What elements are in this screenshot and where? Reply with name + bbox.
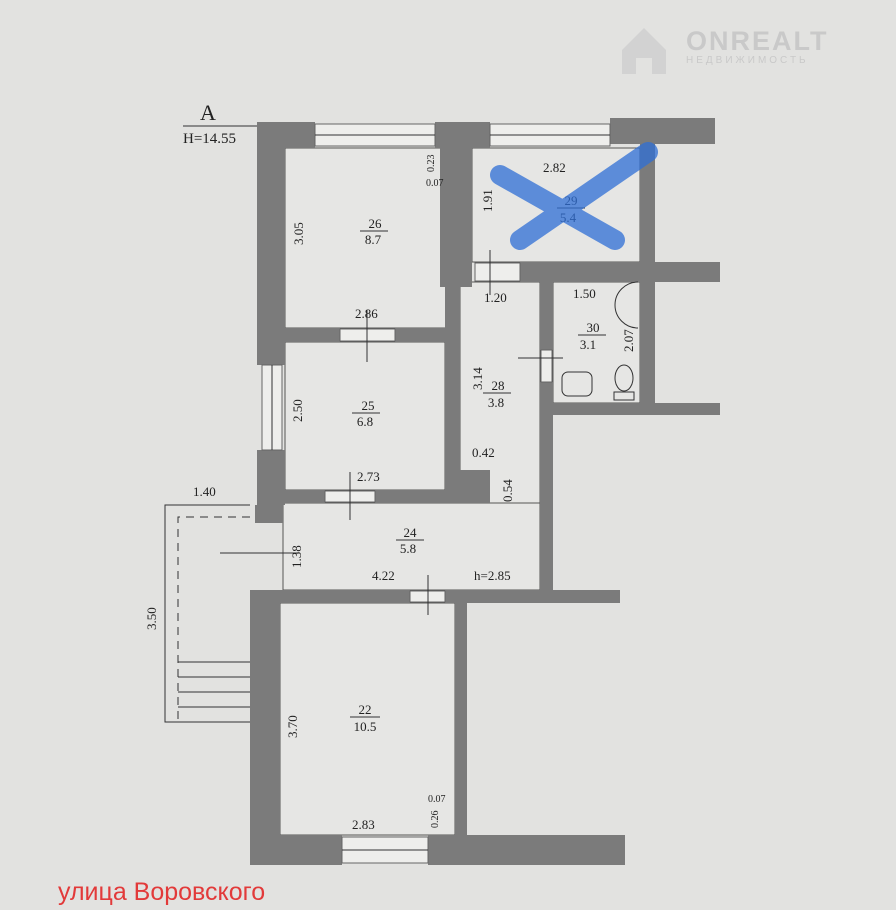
svg-text:1.91: 1.91 <box>480 189 495 212</box>
sink-icon <box>561 371 593 397</box>
svg-text:10.5: 10.5 <box>354 719 377 734</box>
watermark-brand: ONREALT <box>686 26 829 56</box>
windows <box>261 123 611 864</box>
svg-text:2.82: 2.82 <box>543 160 566 175</box>
svg-text:3.14: 3.14 <box>470 367 485 390</box>
svg-text:3.05: 3.05 <box>291 222 306 245</box>
elevation-label: H=14.55 <box>183 131 236 147</box>
svg-text:2.83: 2.83 <box>352 817 375 832</box>
svg-text:8.7: 8.7 <box>365 232 382 247</box>
svg-text:0.26: 0.26 <box>430 811 441 829</box>
room-22 <box>279 602 456 836</box>
svg-text:3.8: 3.8 <box>488 395 504 410</box>
door-swing-lines <box>220 250 563 615</box>
bathtub-arc <box>614 281 639 329</box>
svg-text:3.1: 3.1 <box>580 337 596 352</box>
toilet-icon <box>614 364 634 392</box>
walls <box>250 118 720 865</box>
svg-text:2.73: 2.73 <box>357 469 380 484</box>
porch <box>164 504 250 723</box>
svg-text:26: 26 <box>369 216 383 231</box>
svg-text:0.07: 0.07 <box>428 794 446 805</box>
svg-text:6.8: 6.8 <box>357 414 373 429</box>
svg-text:1.40: 1.40 <box>193 484 216 499</box>
svg-text:0.07: 0.07 <box>426 178 444 189</box>
svg-text:24: 24 <box>404 525 418 540</box>
svg-text:0.54: 0.54 <box>500 479 515 502</box>
svg-text:1.50: 1.50 <box>573 286 596 301</box>
room-26 <box>284 147 456 329</box>
svg-text:0.23: 0.23 <box>426 155 437 173</box>
axis-label: A <box>200 100 216 125</box>
svg-text:25: 25 <box>362 398 375 413</box>
svg-text:2.86: 2.86 <box>355 306 378 321</box>
svg-text:2.07: 2.07 <box>621 329 636 352</box>
svg-text:4.22: 4.22 <box>372 568 395 583</box>
cross-out-mark <box>490 142 658 250</box>
svg-text:28: 28 <box>492 378 505 393</box>
svg-text:3.70: 3.70 <box>285 715 300 738</box>
watermark-subtitle: НЕДВИЖИМОСТЬ <box>686 55 809 66</box>
svg-text:h=2.85: h=2.85 <box>474 568 511 583</box>
svg-text:1.38: 1.38 <box>289 545 304 568</box>
svg-text:22: 22 <box>359 702 372 717</box>
svg-text:2.50: 2.50 <box>290 399 305 422</box>
svg-text:0.42: 0.42 <box>472 445 495 460</box>
room-25 <box>284 341 446 491</box>
street-label: улица Воровского <box>58 878 266 906</box>
dimension-labels: 3.05 2.86 0.23 0.07 2.82 1.91 1.20 3.14 … <box>144 155 636 833</box>
svg-text:30: 30 <box>587 320 600 335</box>
svg-text:5.8: 5.8 <box>400 541 416 556</box>
watermark-house-icon <box>622 28 666 74</box>
bathroom-fixtures <box>561 281 639 401</box>
watermark: ONREALT НЕДВИЖИМОСТЬ <box>620 26 829 66</box>
svg-text:3.50: 3.50 <box>144 607 159 630</box>
svg-text:1.20: 1.20 <box>484 290 507 305</box>
